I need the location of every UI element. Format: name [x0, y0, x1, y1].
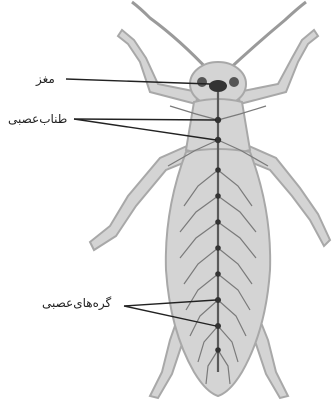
nerve-cord-label: طناب‌عصبی: [8, 113, 67, 125]
right-eye: [229, 77, 239, 87]
left-eye: [197, 77, 207, 87]
brain-label: مغز: [36, 73, 55, 85]
brain-ganglion: [209, 80, 227, 92]
ganglia-label: گره‌های‌عصبی: [42, 297, 111, 309]
nerve-cord-leader-upper: [74, 119, 216, 120]
brain-leader: [66, 79, 210, 84]
